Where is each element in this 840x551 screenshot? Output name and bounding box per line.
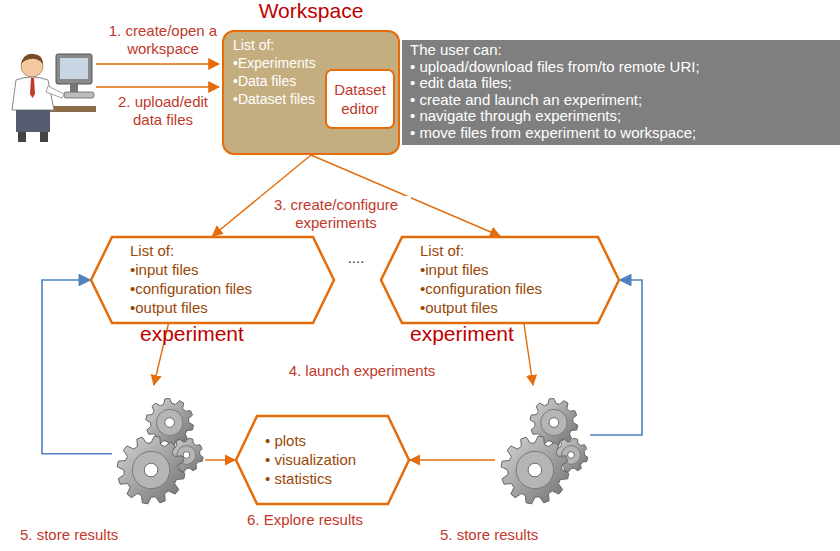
gear-drawing	[495, 385, 590, 510]
node-text: •configuration files	[420, 279, 542, 298]
editor-box: Dataset editor	[325, 69, 395, 129]
hexagon-outline	[381, 237, 619, 323]
node-text: List of:	[233, 36, 316, 54]
gears-icon: 5. store results	[112, 385, 205, 510]
gear-hole	[165, 418, 175, 428]
results-hexagon: • plots• visualization• statistics6. Exp…	[235, 415, 410, 505]
gear-drawing	[112, 385, 205, 510]
node-text: • visualization	[265, 450, 356, 469]
gear-hole	[144, 463, 158, 477]
note-box: The user can:• upload/download files fro…	[402, 40, 840, 145]
gear-hole	[183, 452, 190, 459]
node-text: • edit data files;	[410, 75, 700, 92]
text-group: List of:•input files•configuration files…	[420, 241, 542, 317]
node-text: • create and launch an experiment;	[410, 92, 700, 109]
node-text: List of:	[420, 241, 542, 260]
gear-hole	[528, 463, 542, 477]
node-text: Dataset editor	[330, 80, 390, 118]
workspace-box: List of:•Experiments•Data files•Dataset …	[222, 30, 400, 155]
node-text: • navigate through experiments;	[410, 108, 700, 125]
text-group: Dataset editor	[330, 80, 390, 118]
node-text: •Experiments	[233, 54, 316, 72]
step-label: 2. upload/edit data files	[104, 93, 222, 129]
node-text: •input files	[420, 260, 542, 279]
hexagon-outline	[236, 416, 409, 504]
box-heading: Workspace	[222, 2, 400, 20]
node-text: • plots	[265, 431, 356, 450]
gear-hub	[132, 451, 169, 488]
step-label: 3. create/configure experiments	[261, 196, 411, 232]
user-figure	[12, 54, 96, 142]
gear-caption: 5. store results	[20, 526, 118, 543]
node-text: •output files	[130, 298, 252, 317]
node-text: • move files from experiment to workspac…	[410, 125, 700, 142]
node-text: •Dataset files	[233, 90, 316, 108]
node-text: List of:	[130, 241, 252, 260]
text-group: List of:•input files•configuration files…	[130, 241, 252, 317]
node-text: •input files	[130, 260, 252, 279]
node-text: •configuration files	[130, 279, 252, 298]
text-group: The user can:• upload/download files fro…	[410, 42, 700, 141]
hexagon-outline	[91, 237, 334, 323]
flow-arrow	[410, 459, 495, 460]
gear-hub	[541, 409, 567, 435]
text-group: List of:•Experiments•Data files•Dataset …	[233, 36, 316, 108]
shape-caption: experiment	[140, 324, 244, 343]
step-label: 1. create/open a workspace	[104, 22, 222, 58]
user-arrow	[96, 63, 219, 65]
user-arrow	[96, 86, 219, 88]
node-text: •output files	[420, 298, 542, 317]
shape-caption: 6. Explore results	[247, 510, 363, 529]
experiment-hexagon: List of:•input files•configuration files…	[90, 236, 335, 324]
experiment-hexagon: List of:•input files•configuration files…	[380, 236, 620, 324]
feedback-arrow	[42, 280, 112, 454]
gear-symbol	[117, 436, 185, 504]
node-text: • statistics	[265, 469, 356, 488]
node-text: •Data files	[233, 72, 316, 90]
gear-caption: 5. store results	[440, 526, 538, 543]
gear-hub	[516, 451, 553, 488]
text-group: • plots• visualization• statistics	[265, 431, 356, 488]
node-text: The user can:	[410, 42, 700, 59]
shape-caption: experiment	[410, 324, 514, 343]
gears-icon: 5. store results	[495, 385, 590, 510]
node-text: • upload/download files from/to remote U…	[410, 59, 700, 76]
gear-hole	[549, 418, 559, 428]
flow-arrow	[205, 459, 235, 460]
flow-arrow	[524, 324, 533, 385]
gear-symbol	[501, 436, 569, 504]
step-label: 4. launch experiments	[272, 362, 452, 380]
step-label: ....	[338, 249, 374, 267]
gear-hole	[568, 452, 575, 459]
gear-hub	[156, 409, 182, 435]
